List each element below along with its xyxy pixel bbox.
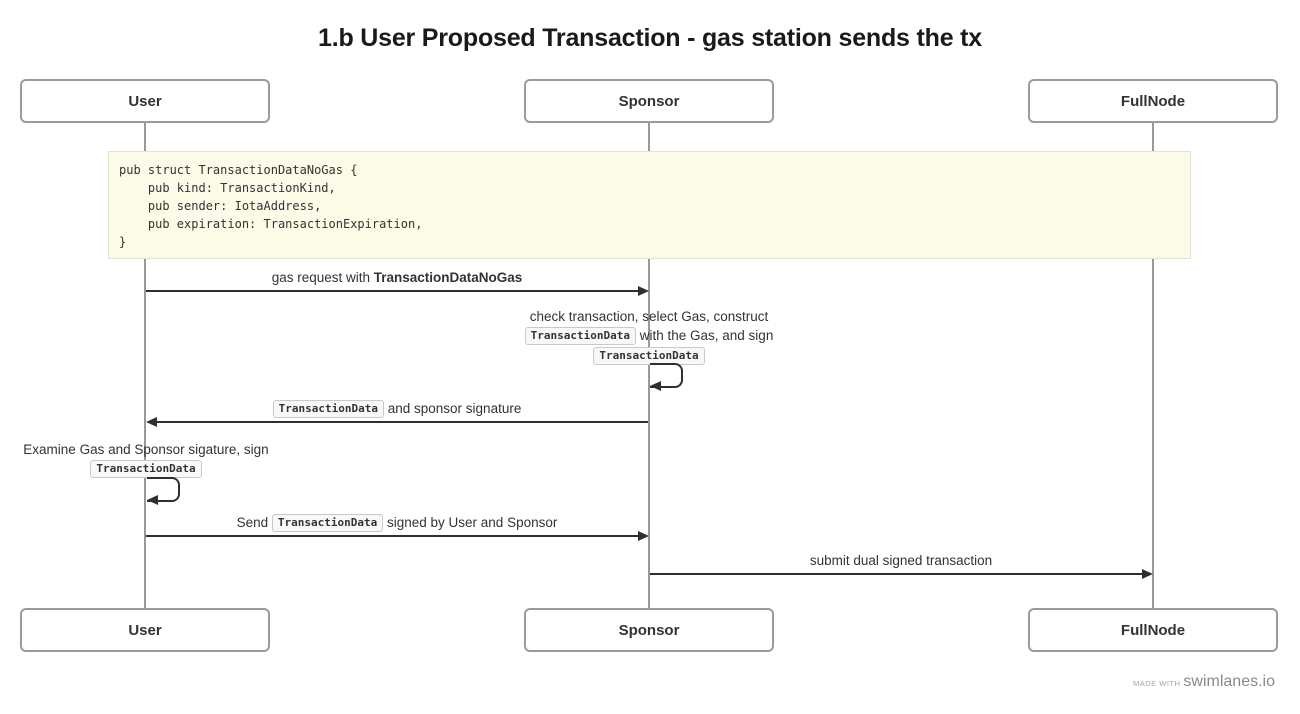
actor-sponsor-label: Sponsor	[618, 621, 680, 639]
message-gas-request-label: gas request with TransactionDataNoGas	[146, 268, 648, 287]
arrowhead-left-icon	[146, 417, 157, 427]
actor-user-label: User	[128, 621, 162, 639]
sponsor-processing-note: check transaction, select Gas, construct…	[400, 307, 898, 366]
gas-request-text: gas request with	[271, 270, 374, 285]
user-note-line2: TransactionData	[0, 459, 292, 479]
code-line: }	[119, 235, 127, 249]
sponsor-note-line2: TransactionData with the Gas, and sign	[400, 326, 898, 346]
lifeline-user	[144, 123, 146, 609]
sponsor-self-arrow	[650, 363, 683, 388]
made-with-label: MADE WITH	[1132, 679, 1181, 688]
swimlanes-brand: swimlanes.io	[1183, 673, 1275, 690]
lifeline-sponsor	[648, 123, 650, 609]
struct-definition-note: pub struct TransactionDataNoGas { pub ki…	[108, 151, 1191, 259]
arrowhead-right-icon	[1142, 569, 1153, 579]
sponsor-note-line1: check transaction, select Gas, construct	[400, 307, 898, 326]
arrowhead-left-icon	[650, 381, 661, 391]
submit-text: submit dual signed transaction	[809, 553, 993, 568]
code-line: pub struct TransactionDataNoGas {	[119, 163, 358, 177]
user-examine-note: Examine Gas and Sponsor sigature, sign T…	[0, 440, 292, 479]
diagram-title: 1.b User Proposed Transaction - gas stat…	[318, 24, 982, 52]
transactiondata-chip: TransactionData	[272, 400, 384, 418]
user-note-line1: Examine Gas and Sponsor sigature, sign	[0, 440, 292, 459]
sponsor-note-text2: with the Gas, and sign	[636, 328, 774, 343]
sponsor-note-text1: check transaction, select Gas, construct	[529, 309, 769, 324]
message-send-signed-arrow	[146, 535, 638, 537]
lifeline-fullnode	[1152, 123, 1154, 609]
message-sponsor-reply-label: TransactionData and sponsor signature	[146, 399, 648, 419]
code-line: pub kind: TransactionKind,	[119, 181, 336, 195]
sponsor-reply-text: and sponsor signature	[384, 401, 522, 416]
message-gas-request-arrow	[146, 290, 638, 292]
actor-box-sponsor-bottom: Sponsor	[524, 608, 774, 652]
transactiondata-chip: TransactionData	[524, 327, 636, 345]
actor-box-fullnode-bottom: FullNode	[1028, 608, 1278, 652]
transactiondata-chip: TransactionData	[271, 514, 384, 532]
sponsor-note-line3: TransactionData	[400, 346, 898, 366]
transactiondata-chip: TransactionData	[90, 460, 202, 478]
actor-fullnode-label: FullNode	[1120, 92, 1186, 110]
actor-fullnode-label: FullNode	[1120, 621, 1186, 639]
send-signed-prefix: Send	[236, 515, 272, 530]
actor-box-fullnode-top: FullNode	[1028, 79, 1278, 123]
message-submit-label: submit dual signed transaction	[650, 551, 1152, 570]
actor-box-user-bottom: User	[20, 608, 270, 652]
user-self-arrow	[147, 477, 180, 502]
arrowhead-right-icon	[638, 531, 649, 541]
user-note-text1: Examine Gas and Sponsor sigature, sign	[23, 442, 269, 457]
message-send-signed-label: Send TransactionData signed by User and …	[146, 513, 648, 533]
send-signed-suffix: signed by User and Sponsor	[383, 515, 558, 530]
transactiondata-chip: TransactionData	[593, 347, 705, 365]
actor-sponsor-label: Sponsor	[618, 92, 680, 110]
gas-request-emphasis: TransactionDataNoGas	[373, 270, 523, 285]
actor-box-user-top: User	[20, 79, 270, 123]
code-line: pub expiration: TransactionExpiration,	[119, 217, 423, 231]
message-sponsor-reply-arrow	[157, 421, 648, 423]
message-submit-arrow	[650, 573, 1142, 575]
arrowhead-right-icon	[638, 286, 649, 296]
code-line: pub sender: IotaAddress,	[119, 199, 322, 213]
actor-box-sponsor-top: Sponsor	[524, 79, 774, 123]
arrowhead-left-icon	[147, 495, 158, 505]
actor-user-label: User	[128, 92, 162, 110]
